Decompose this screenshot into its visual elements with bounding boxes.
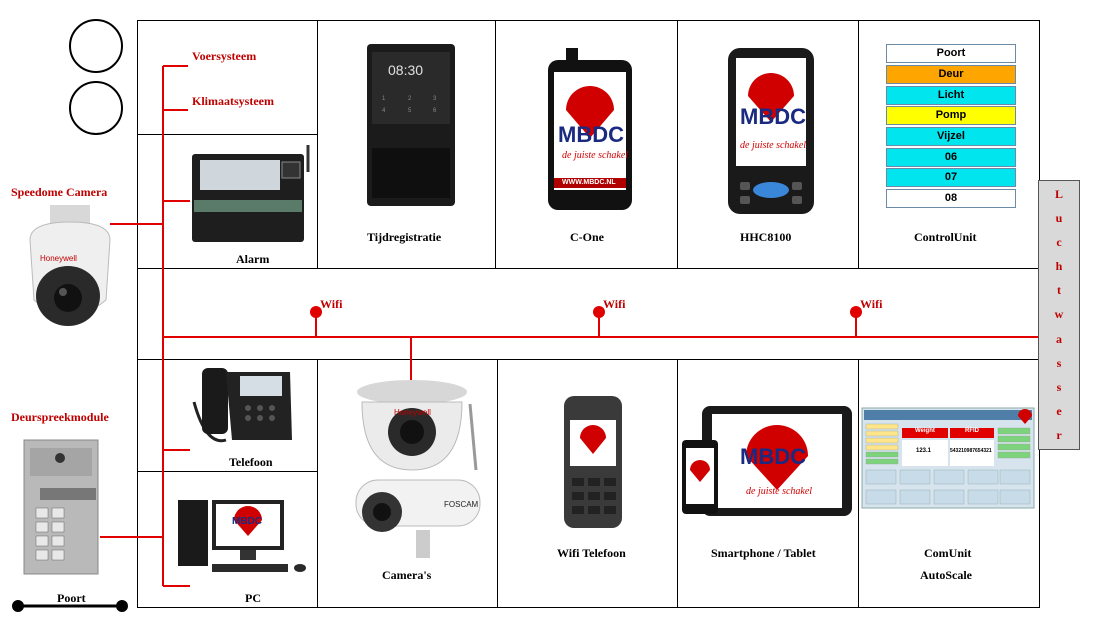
comunit-weight-label: Weight bbox=[915, 428, 935, 434]
label-poort: Poort bbox=[57, 591, 86, 605]
tablet-brand-logo: MBDC bbox=[740, 444, 806, 469]
wifi-node-2 bbox=[593, 306, 605, 318]
svg-text:1: 1 bbox=[382, 96, 386, 102]
label-voersysteem: Voersysteem bbox=[192, 49, 257, 63]
svg-text:5: 5 bbox=[408, 108, 412, 114]
pc-brand-logo: MBDC bbox=[232, 516, 262, 527]
hhc8100-handheld-image bbox=[728, 48, 814, 214]
luchtwasser-letter: r bbox=[1056, 427, 1062, 442]
label-alarm: Alarm bbox=[236, 252, 270, 266]
luchtwasser-letter: h bbox=[1055, 259, 1063, 274]
svg-text:3: 3 bbox=[433, 96, 437, 102]
luchtwasser-letter: a bbox=[1056, 331, 1062, 346]
foscam-brand: FOSCAM bbox=[444, 500, 479, 509]
desk-telephone-image bbox=[192, 368, 292, 443]
dome-camera-brand: Honeywell bbox=[394, 408, 431, 417]
control-unit-item-08[interactable]: 08 bbox=[886, 189, 1016, 208]
time-clock-display: 08:30 bbox=[388, 62, 424, 78]
hhc-slogan: de juiste schakel bbox=[740, 140, 807, 151]
label-telefoon: Telefoon bbox=[229, 455, 273, 469]
label-wifi-2: Wifi bbox=[603, 297, 626, 311]
label-wifi-telefoon: Wifi Telefoon bbox=[557, 546, 626, 560]
label-wifi-3: Wifi bbox=[860, 297, 883, 311]
control-unit-item-vijzel[interactable]: Vijzel bbox=[886, 127, 1016, 146]
luchtwasser-letter: s bbox=[1056, 355, 1062, 370]
speedome-camera-image bbox=[29, 205, 111, 326]
svg-text:6: 6 bbox=[433, 108, 437, 114]
red-wiring bbox=[100, 65, 1052, 587]
label-pc: PC bbox=[245, 591, 261, 605]
label-c-one: C-One bbox=[570, 230, 604, 244]
label-controlunit: ControlUnit bbox=[914, 230, 977, 244]
wifi-telephone-image bbox=[564, 396, 622, 528]
poort-gate-icon bbox=[12, 600, 128, 612]
tablet-smartphone-image bbox=[682, 406, 852, 516]
luchtwasser-letter: s bbox=[1056, 379, 1062, 394]
svg-text:2: 2 bbox=[408, 96, 412, 102]
door-intercom-image bbox=[23, 439, 99, 575]
luchtwasser-box: L u c h t w a s s e r bbox=[1038, 180, 1080, 450]
control-unit-item-licht[interactable]: Licht bbox=[886, 86, 1016, 105]
label-wifi-1: Wifi bbox=[320, 297, 343, 311]
comunit-weight-value: 123.1 bbox=[916, 448, 932, 454]
speedome-brand: Honeywell bbox=[40, 254, 77, 263]
luchtwasser-letter: e bbox=[1056, 403, 1062, 418]
label-cameras: Camera's bbox=[382, 568, 432, 582]
luchtwasser-letter: w bbox=[1054, 307, 1064, 322]
label-smartphone-tablet: Smartphone / Tablet bbox=[711, 546, 816, 560]
grid-cell-wifi-bus bbox=[137, 268, 1040, 361]
comunit-rfid-value: 543210987654321 bbox=[950, 448, 992, 454]
grid-cell-voer-klimaat bbox=[137, 20, 319, 136]
label-comunit: ComUnit bbox=[924, 546, 972, 560]
empty-circle-1 bbox=[69, 19, 123, 73]
c-one-brand-logo: MBDC bbox=[558, 122, 624, 147]
c-one-url: WWW.MBDC.NL bbox=[562, 179, 616, 186]
control-unit-item-pomp[interactable]: Pomp bbox=[886, 106, 1016, 125]
label-tijdregistratie: Tijdregistratie bbox=[367, 230, 442, 244]
time-clock-terminal-image: 1 2 3 4 5 6 bbox=[367, 44, 455, 206]
wifi-node-1 bbox=[310, 306, 322, 318]
c-one-phone-image bbox=[548, 48, 632, 210]
luchtwasser-letter: t bbox=[1057, 283, 1061, 298]
hhc-brand-logo: MBDC bbox=[740, 104, 806, 129]
c-one-slogan: de juiste schakel bbox=[562, 150, 629, 161]
alarm-panel-image bbox=[192, 145, 310, 242]
empty-circle-2 bbox=[69, 81, 123, 135]
label-hhc8100: HHC8100 bbox=[740, 230, 792, 244]
comunit-rfid-label: RFID bbox=[965, 428, 979, 434]
wifi-node-3 bbox=[850, 306, 862, 318]
label-klimaatsysteem: Klimaatsysteem bbox=[192, 94, 274, 108]
luchtwasser-letter: c bbox=[1056, 235, 1062, 250]
tablet-slogan: de juiste schakel bbox=[746, 486, 813, 497]
luchtwasser-letter: L bbox=[1054, 187, 1063, 201]
control-unit-item-06[interactable]: 06 bbox=[886, 148, 1016, 167]
dome-camera-image bbox=[357, 380, 467, 471]
label-deurspreekmodule: Deurspreekmodule bbox=[11, 410, 109, 424]
pc-desktop-image bbox=[178, 500, 306, 572]
control-unit-item-07[interactable]: 07 bbox=[886, 168, 1016, 187]
comunit-screen-image bbox=[861, 407, 1035, 509]
luchtwasser-letter: u bbox=[1055, 211, 1063, 226]
label-speedome-camera: Speedome Camera bbox=[11, 185, 108, 199]
label-autoscale: AutoScale bbox=[920, 568, 972, 582]
control-unit-item-deur[interactable]: Deur bbox=[886, 65, 1016, 84]
svg-text:4: 4 bbox=[382, 108, 386, 114]
bullet-camera-image bbox=[355, 403, 481, 558]
control-unit-item-poort[interactable]: Poort bbox=[886, 44, 1016, 63]
